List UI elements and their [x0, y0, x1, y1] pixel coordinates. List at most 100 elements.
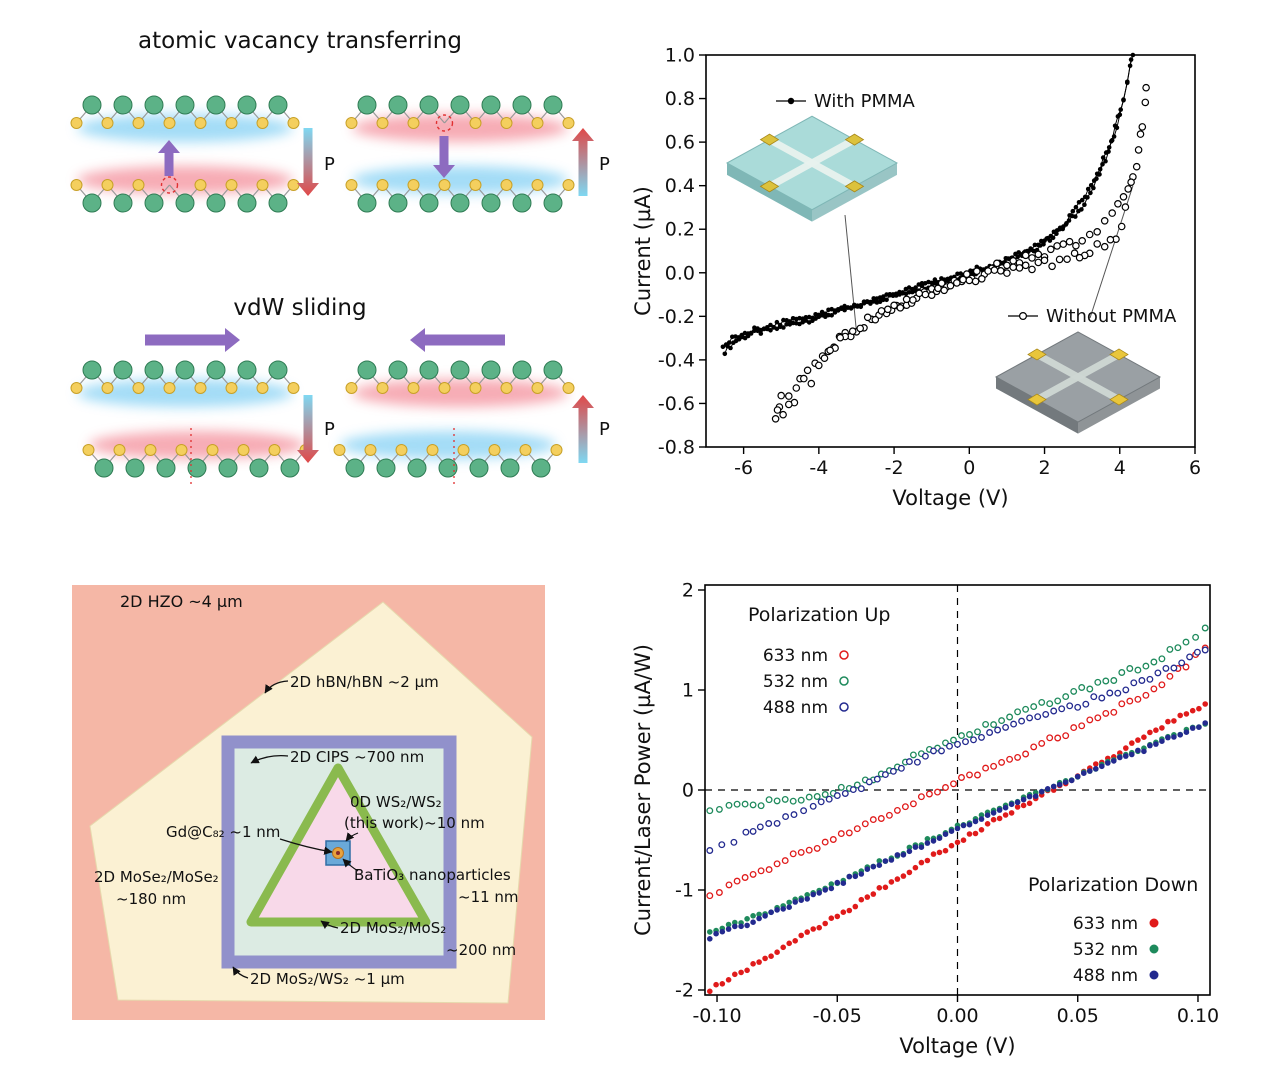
gold-electrode — [844, 133, 865, 146]
legend-up-633-nm: 633 nm — [763, 646, 828, 666]
cips-label: 2D CIPS ~700 nm — [290, 748, 424, 766]
p-up-arrow — [572, 128, 594, 196]
svg-text:-0.8: -0.8 — [658, 437, 695, 459]
gold-electrode — [1027, 393, 1047, 406]
resp-x-axis-title: Voltage (V) — [899, 1034, 1015, 1058]
polarization-glow — [340, 431, 556, 459]
p-up-arrow — [572, 395, 594, 463]
legend-with-pmma: With PMMA — [776, 91, 916, 112]
iv-plot-frame — [705, 54, 1196, 448]
ws2-label-line1: 0D WS₂/WS₂ — [350, 793, 442, 811]
vacancy-marker — [435, 114, 454, 132]
svg-text:0.00: 0.00 — [936, 1005, 978, 1027]
series-down-633 — [707, 701, 1208, 995]
batio3-label-line1: BaTiO₃ nanoparticles — [354, 866, 511, 884]
series-up-488 — [706, 646, 1209, 854]
iv-y-axis-title: Current (µA) — [631, 186, 655, 316]
panel-c-material-size-comparison: 2D HZO ~4 µm 2D hBN/hBN ~2 µm 2D CIPS ~7… — [72, 585, 545, 1020]
title-vdw-sliding: vdW sliding — [233, 295, 366, 321]
batio3-label-line2: ~11 nm — [458, 888, 519, 906]
svg-text:2: 2 — [682, 580, 694, 602]
resp-y-axis-title: Current/Laser Power (µA/W) — [631, 644, 655, 936]
ws2-label-arrow — [345, 832, 359, 842]
legend-down-title: Polarization Down — [1028, 874, 1198, 896]
series-down-488 — [707, 720, 1208, 942]
svg-text:0: 0 — [682, 780, 694, 802]
p-label: P — [324, 154, 335, 175]
vacancy-transfer-up-arrow — [158, 140, 180, 176]
gold-electrode — [1109, 348, 1129, 361]
svg-text:1.0: 1.0 — [665, 45, 695, 67]
mos2-ws2-label-arrow — [232, 966, 249, 979]
polarization-glow — [89, 431, 305, 459]
series-with-pmma-return — [720, 57, 1134, 350]
lattice-layer — [345, 360, 575, 394]
gold-electrode — [1027, 348, 1047, 361]
legend-without-pmma-label: Without PMMA — [1046, 306, 1177, 327]
svg-text:-0.2: -0.2 — [658, 306, 695, 328]
svg-text:0.6: 0.6 — [665, 132, 695, 154]
gd-c82-dot — [336, 851, 340, 855]
cips-label-arrow — [250, 755, 289, 764]
series-without-pmma-forward — [771, 83, 1150, 423]
svg-text:0.2: 0.2 — [665, 219, 695, 241]
legend-without-pmma: Without PMMA — [1008, 306, 1177, 327]
lattice-layer — [70, 360, 300, 394]
svg-text:0.0: 0.0 — [665, 262, 695, 284]
svg-text:-0.6: -0.6 — [658, 393, 695, 415]
gd-label-arrow — [279, 838, 333, 855]
hbn-label-arrow — [264, 680, 289, 694]
svg-text:0.8: 0.8 — [665, 88, 695, 110]
gold-electrode — [759, 133, 780, 146]
legend-up-title: Polarization Up — [748, 604, 890, 626]
batio3-label-arrow — [342, 858, 359, 872]
gold-electrode — [1109, 393, 1129, 406]
svg-text:4: 4 — [1114, 457, 1126, 479]
gold-electrode — [844, 180, 865, 193]
svg-text:0.05: 0.05 — [1057, 1005, 1099, 1027]
lattice-layer — [82, 444, 312, 478]
polarization-glow — [352, 166, 568, 194]
lattice-layer — [70, 95, 300, 129]
resp-series — [706, 624, 1209, 995]
ws2-label-line2: (this work)~10 nm — [344, 814, 485, 832]
legend-up-532-nm: 532 nm — [763, 672, 828, 692]
legend-down-488-nm: 488 nm — [1073, 966, 1138, 986]
p-label: P — [324, 419, 335, 440]
svg-text:-6: -6 — [734, 457, 753, 479]
svg-text:0: 0 — [963, 457, 975, 479]
vacancy-marker — [160, 176, 179, 194]
inset-device-without-pmma — [994, 331, 1162, 434]
series-without-pmma-return — [773, 98, 1150, 414]
polarization-glow — [77, 166, 293, 194]
series-up-633 — [706, 644, 1209, 900]
svg-text:-0.05: -0.05 — [813, 1005, 862, 1027]
p-down-arrow — [297, 128, 319, 196]
iv-x-axis-title: Voltage (V) — [892, 486, 1008, 510]
svg-text:2: 2 — [1038, 457, 1050, 479]
mos2-mos2-size-label: ~200 nm — [446, 941, 516, 959]
svg-text:6: 6 — [1189, 457, 1201, 479]
lattice-layer — [345, 179, 575, 213]
polarization-glow — [352, 379, 568, 407]
title-atomic-vacancy-transferring: atomic vacancy transferring — [138, 28, 462, 54]
hbn-label: 2D hBN/hBN ~2 µm — [290, 673, 439, 691]
mos2-mos2-label: 2D MoS₂/MoS₂ — [340, 919, 446, 937]
p-down-arrow — [297, 395, 319, 463]
p-label: P — [599, 419, 610, 440]
hzo-label: 2D HZO ~4 µm — [120, 592, 243, 611]
legend-down-532-nm: 532 nm — [1073, 940, 1138, 960]
lattice-layer — [345, 95, 575, 132]
lattice-layer — [70, 176, 300, 213]
inset-device-with-pmma — [725, 115, 899, 222]
mose2-label-line2: ~180 nm — [116, 890, 186, 908]
svg-text:-4: -4 — [809, 457, 828, 479]
mose2-label-line1: 2D MoSe₂/MoSe₂ — [94, 868, 219, 886]
